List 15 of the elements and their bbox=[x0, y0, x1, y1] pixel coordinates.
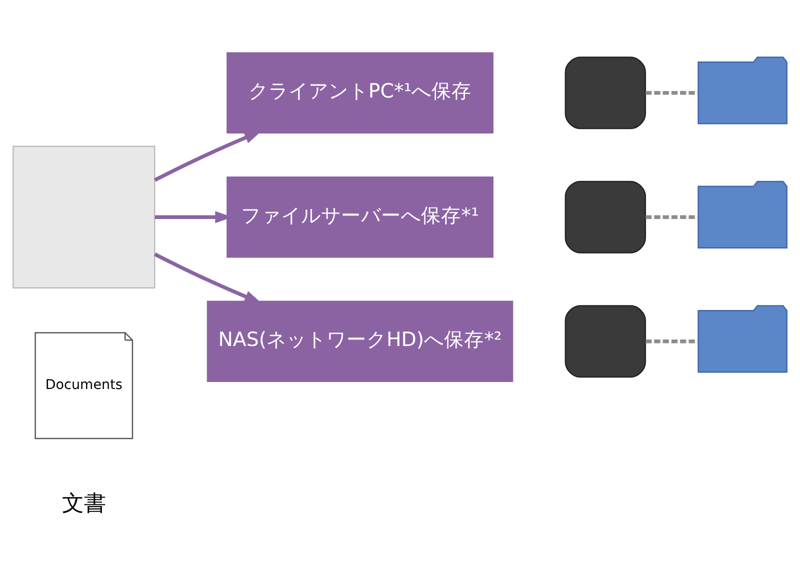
node-folder bbox=[698, 304, 788, 372]
node-box bbox=[564, 56, 646, 129]
node-label: 文書 bbox=[62, 490, 106, 516]
node-box bbox=[12, 145, 156, 288]
node-folder bbox=[698, 180, 788, 248]
node-box: NAS(ネットワークHD)へ保存*² bbox=[206, 300, 514, 382]
connector bbox=[646, 339, 698, 343]
arrow bbox=[154, 252, 262, 303]
connector bbox=[646, 214, 698, 218]
node-box bbox=[564, 304, 646, 378]
node-box: ファイルサーバーへ保存*¹ bbox=[226, 176, 494, 258]
node-folder bbox=[698, 56, 788, 124]
node-box bbox=[564, 180, 646, 253]
node-box: クライアントPC*¹へ保存 bbox=[226, 52, 494, 133]
connector bbox=[646, 90, 698, 94]
